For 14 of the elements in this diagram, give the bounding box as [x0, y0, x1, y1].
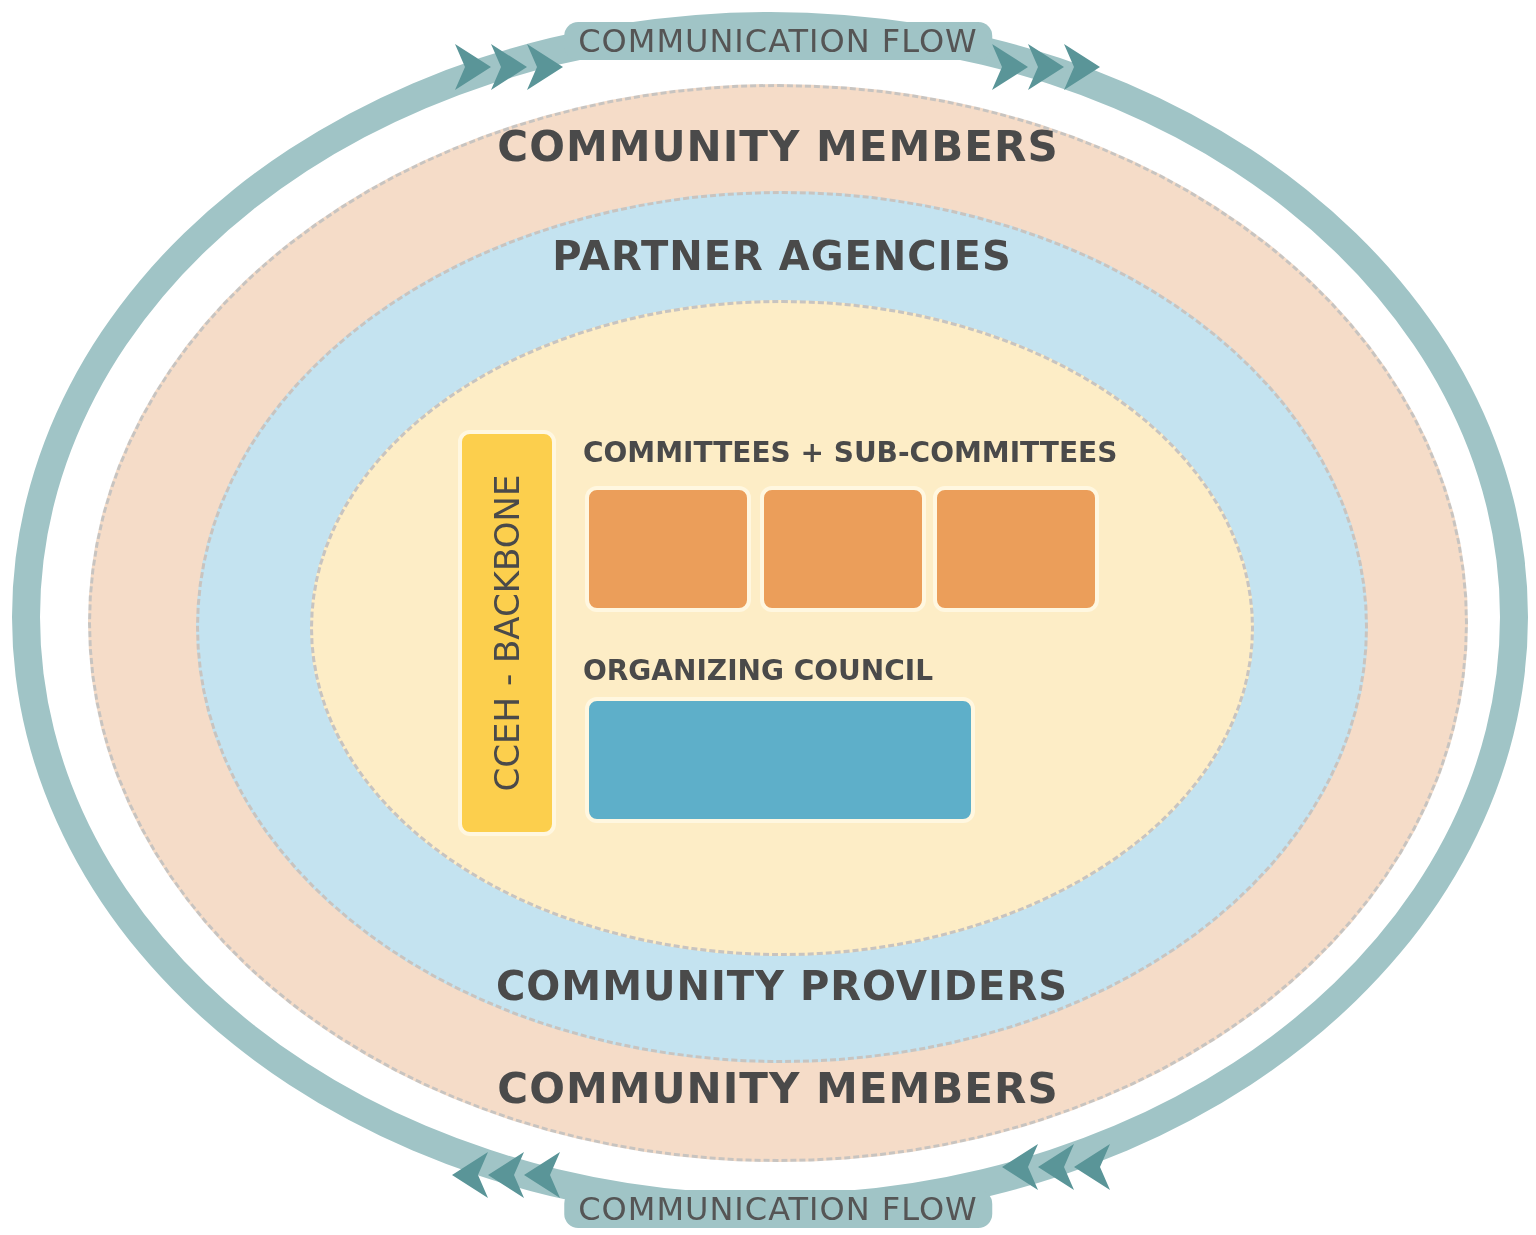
committee-box	[760, 486, 926, 612]
ring-label: COMMUNICATION FLOW	[564, 1190, 992, 1228]
ring-title: COMMUNITY MEMBERS	[497, 122, 1059, 171]
backbone-bar	[458, 430, 556, 836]
group-heading: ORGANIZING COUNCIL	[583, 654, 934, 687]
council-box	[585, 697, 975, 823]
ring-title: PARTNER AGENCIES	[552, 233, 1012, 279]
group-heading: COMMITTEES + SUB-COMMITTEES	[583, 436, 1118, 469]
ring-label: COMMUNICATION FLOW	[564, 22, 992, 60]
committee-box	[933, 486, 1099, 612]
vertical-title: CCEH - BACKBONE	[487, 474, 527, 792]
ring-title: COMMUNITY PROVIDERS	[496, 963, 1068, 1009]
committee-box	[585, 486, 751, 612]
ring-title: COMMUNITY MEMBERS	[497, 1064, 1059, 1113]
